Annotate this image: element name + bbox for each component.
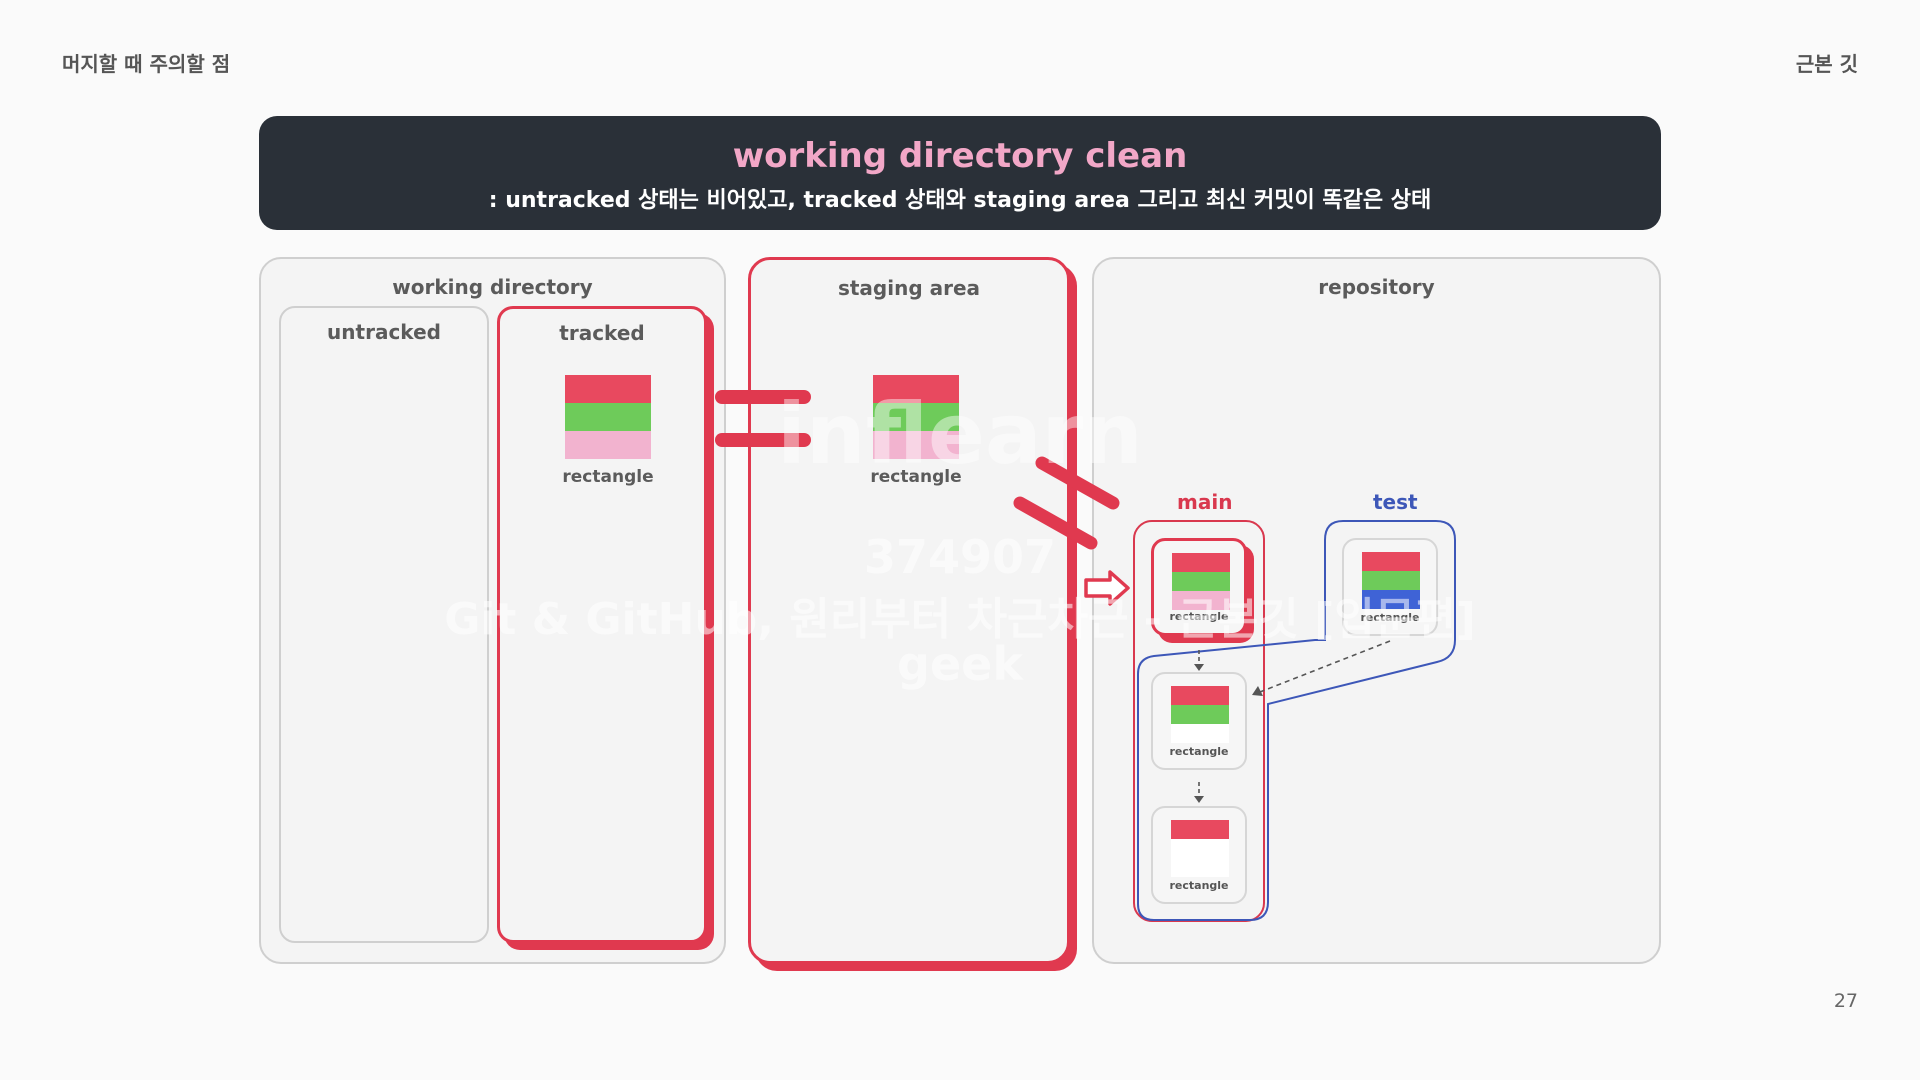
file-stripe-red (873, 375, 959, 403)
file-stripe-red (1172, 553, 1230, 572)
staging-file: rectangle (870, 375, 962, 487)
commit-test-latest: rectangle (1342, 538, 1438, 636)
file-stripe-green (565, 403, 651, 431)
commit-middle: rectangle (1151, 672, 1247, 770)
file-stripe-red (1171, 686, 1229, 705)
staging-area-panel: staging area (748, 257, 1070, 964)
test-branch-outline (1137, 520, 1456, 921)
definition-banner: working directory clean : untracked 상태는 … (259, 116, 1661, 230)
commit-label: rectangle (1360, 611, 1420, 624)
commit-link (1259, 640, 1391, 693)
file-stripe-pink (1172, 591, 1230, 610)
banner-subtitle: : untracked 상태는 비어있고, tracked 상태와 stagin… (488, 188, 1432, 213)
not-equal-slash-bottom (1013, 496, 1098, 550)
file-stripe-red (1362, 552, 1420, 571)
file-stripe-empty (1171, 724, 1229, 743)
staging-file-label: rectangle (870, 467, 962, 487)
working-directory-title: working directory (392, 275, 593, 299)
page-number: 27 (1833, 990, 1858, 1012)
main-branch-label: main (1177, 490, 1233, 514)
file-stripe-red (1171, 820, 1229, 839)
not-equal-slash-top (1035, 456, 1120, 510)
tracked-file-label: rectangle (562, 467, 654, 487)
commit-label: rectangle (1169, 745, 1229, 758)
file-stripe-green (873, 403, 959, 431)
file-stripe-red (565, 375, 651, 403)
file-stripe-pink (873, 431, 959, 459)
file-stripe-green (1172, 572, 1230, 591)
file-stripe-green (1171, 705, 1229, 724)
file-stripe-pink (565, 431, 651, 459)
file-stripe-blue (1362, 590, 1420, 609)
commit-link-arrowhead (1252, 686, 1263, 696)
repository-title: repository (1318, 275, 1435, 299)
untracked-title: untracked (327, 320, 441, 344)
file-stripe-green (1362, 571, 1420, 590)
commit-link-arrowhead (1194, 796, 1204, 803)
tracked-title: tracked (559, 321, 645, 345)
tracked-file: rectangle (562, 375, 654, 487)
commit-link-arrowhead (1194, 664, 1204, 671)
commit-label: rectangle (1169, 879, 1229, 892)
section-title: 머지할 때 주의할 점 (62, 52, 231, 76)
commit-main-latest: rectangle (1151, 538, 1247, 636)
banner-title: working directory clean (732, 136, 1188, 176)
arrow-icon (1084, 570, 1130, 606)
commit-root: rectangle (1151, 806, 1247, 904)
commit-label: rectangle (1169, 610, 1229, 623)
file-stripe-empty (1171, 839, 1229, 877)
test-branch-label: test (1373, 490, 1418, 514)
course-title: 근본 깃 (1795, 52, 1858, 76)
staging-area-title: staging area (837, 276, 981, 300)
untracked-box: untracked (279, 306, 489, 943)
